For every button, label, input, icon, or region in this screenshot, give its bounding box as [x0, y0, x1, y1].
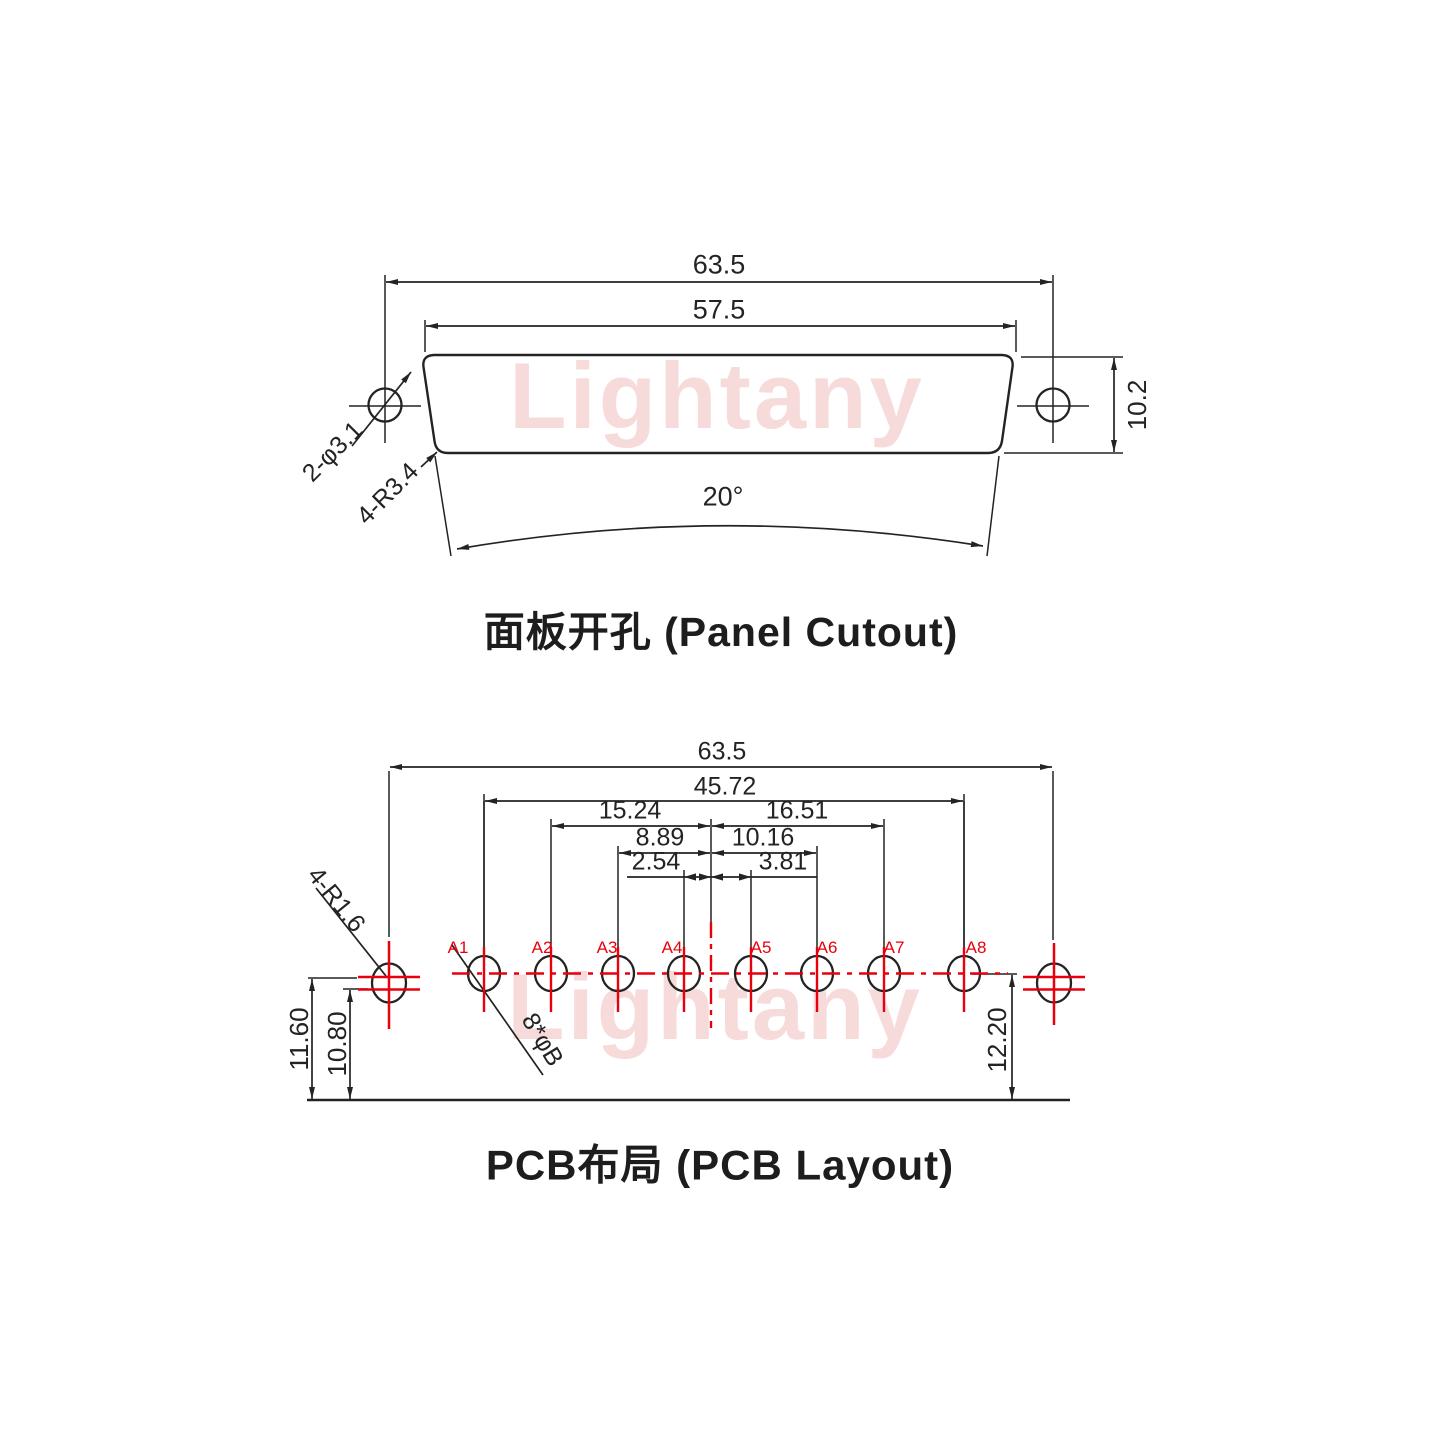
dim-text-outer-width: 63.5: [692, 249, 746, 280]
arrowhead: [711, 873, 723, 881]
panel-cutout-title: 面板开孔 (Panel Cutout): [483, 609, 959, 655]
pcb-layout-drawing: [307, 764, 1073, 1102]
leader-pin-diameter: [451, 944, 544, 1076]
leader-corner-radius: [315, 887, 387, 977]
dim-text-height: 10.2: [1122, 379, 1152, 431]
panel-cutout-drawing: [349, 275, 1123, 557]
watermark-text-top: Lightany: [509, 343, 925, 448]
dim-text-2-54: 2.54: [631, 847, 681, 876]
dim-text-pcb-outer: 63.5: [697, 737, 747, 766]
pin-label-a7: A7: [883, 938, 905, 957]
pin-label-a2: A2: [531, 938, 553, 957]
watermark-text-bottom: Lightany: [507, 954, 923, 1059]
leader-holes: [351, 371, 412, 447]
arrowhead: [684, 873, 696, 881]
dim-text-15-24: 15.24: [598, 796, 662, 825]
dim-text-left-outer: 11.60: [284, 1007, 314, 1071]
pcb-red-centerlines: [358, 922, 1085, 1029]
pin-crosshairs: [482, 947, 966, 1012]
pin-label-a5: A5: [750, 938, 772, 957]
dim-text-inner-width: 57.5: [692, 294, 746, 325]
dim-text-angle: 20°: [702, 481, 744, 512]
hole-crosshairs: [358, 941, 1085, 1029]
leader-corner-radius: [420, 451, 438, 468]
pin-label-a3: A3: [596, 938, 618, 957]
dim-text-8-89: 8.89: [635, 823, 685, 852]
panel-cutout-outline: [422, 353, 1014, 455]
pcb-layout-title: PCB布局 (PCB Layout): [485, 1141, 955, 1189]
dim-text-16-51: 16.51: [765, 796, 829, 825]
dim-text-row-span: 45.72: [693, 772, 757, 801]
pin-label-a8: A8: [965, 938, 987, 957]
arrowhead: [699, 873, 711, 881]
dim-text-10-16: 10.16: [731, 823, 795, 852]
pin-label-a4: A4: [661, 938, 683, 957]
arrowhead: [739, 873, 751, 881]
dim-text-right: 12.20: [982, 1007, 1012, 1073]
dim-text-left-inner: 10.80: [322, 1011, 352, 1077]
pin-label-a6: A6: [816, 938, 838, 957]
dim-arc-20deg: [456, 524, 984, 550]
dim-text-3-81: 3.81: [758, 847, 808, 876]
ext-line: [434, 455, 452, 557]
ext-line: [986, 455, 1000, 557]
pin-label-a1: A1: [447, 938, 469, 957]
